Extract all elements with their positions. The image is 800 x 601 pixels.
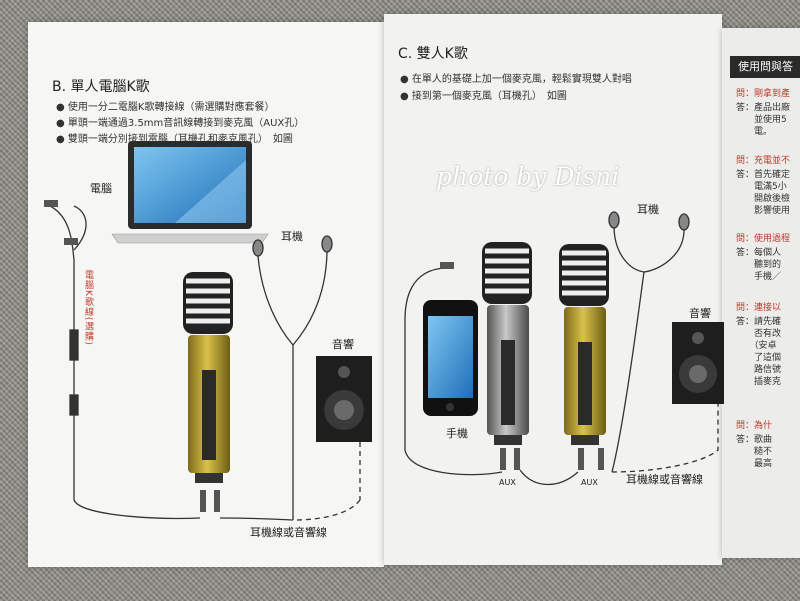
- label-aux-1: AUX: [499, 478, 516, 487]
- label-aux-2: AUX: [581, 478, 598, 487]
- label-speaker-middle: 音響: [689, 305, 711, 321]
- label-cable-middle: 耳機線或音響線: [626, 471, 703, 487]
- gold-microphone-2-icon: [559, 244, 609, 445]
- qa-answer-line: 手機／: [736, 269, 781, 282]
- label-cable-left: 耳機線或音響線: [250, 524, 327, 540]
- photo-watermark: photo by Disni: [436, 162, 619, 191]
- label-earphone-middle: 耳機: [637, 201, 659, 217]
- qa-answer-line: 影響使用: [736, 203, 790, 216]
- speaker-icon: [316, 356, 372, 442]
- phone-icon: [423, 300, 478, 416]
- middle-title: C. 雙人K歌: [398, 43, 468, 63]
- qa-question: 問：連接以: [736, 300, 781, 313]
- vertical-cable-label: 電腦K歌線(選購): [82, 270, 95, 346]
- gold-microphone-icon: [183, 272, 233, 483]
- qa-answer-line: 插麥克: [736, 374, 781, 387]
- label-computer: 電腦: [90, 180, 112, 196]
- speaker-2-icon: [672, 322, 724, 404]
- qa-question: 問：充電並不: [736, 153, 790, 166]
- qa-header: 使用問與答: [730, 56, 800, 78]
- qa-question: 問：使用過程: [736, 231, 790, 244]
- middle-bullet-1: ● 在單人的基礎上加一個麥克風，輕鬆實現雙人對唱: [400, 70, 632, 85]
- left-bullet-1: ● 使用一分二電腦K歌轉接線（需選購對應套餐）: [56, 98, 274, 113]
- qa-question: 問：為什: [736, 418, 772, 431]
- label-phone: 手機: [446, 425, 468, 441]
- silver-microphone-icon: [482, 242, 532, 445]
- left-title: B. 單人電腦K歌: [52, 76, 150, 96]
- qa-answer-line: 電。: [736, 124, 772, 137]
- label-earphone-left: 耳機: [281, 228, 303, 244]
- left-bullet-2: ● 單頭一端通過3.5mm音訊線轉接到麥克風（AUX孔）: [56, 114, 304, 129]
- left-bullet-3: ● 雙頭一端分別接到電腦（耳機孔和麥克風孔） 如圖: [56, 130, 293, 145]
- middle-bullet-2: ● 接到第一個麥克風（耳機孔） 如圖: [400, 87, 567, 102]
- qa-answer-line: 最高: [736, 456, 772, 469]
- qa-question: 問：剛拿到產: [736, 86, 790, 99]
- label-speaker-left: 音響: [332, 336, 354, 352]
- laptop-icon: [112, 141, 268, 243]
